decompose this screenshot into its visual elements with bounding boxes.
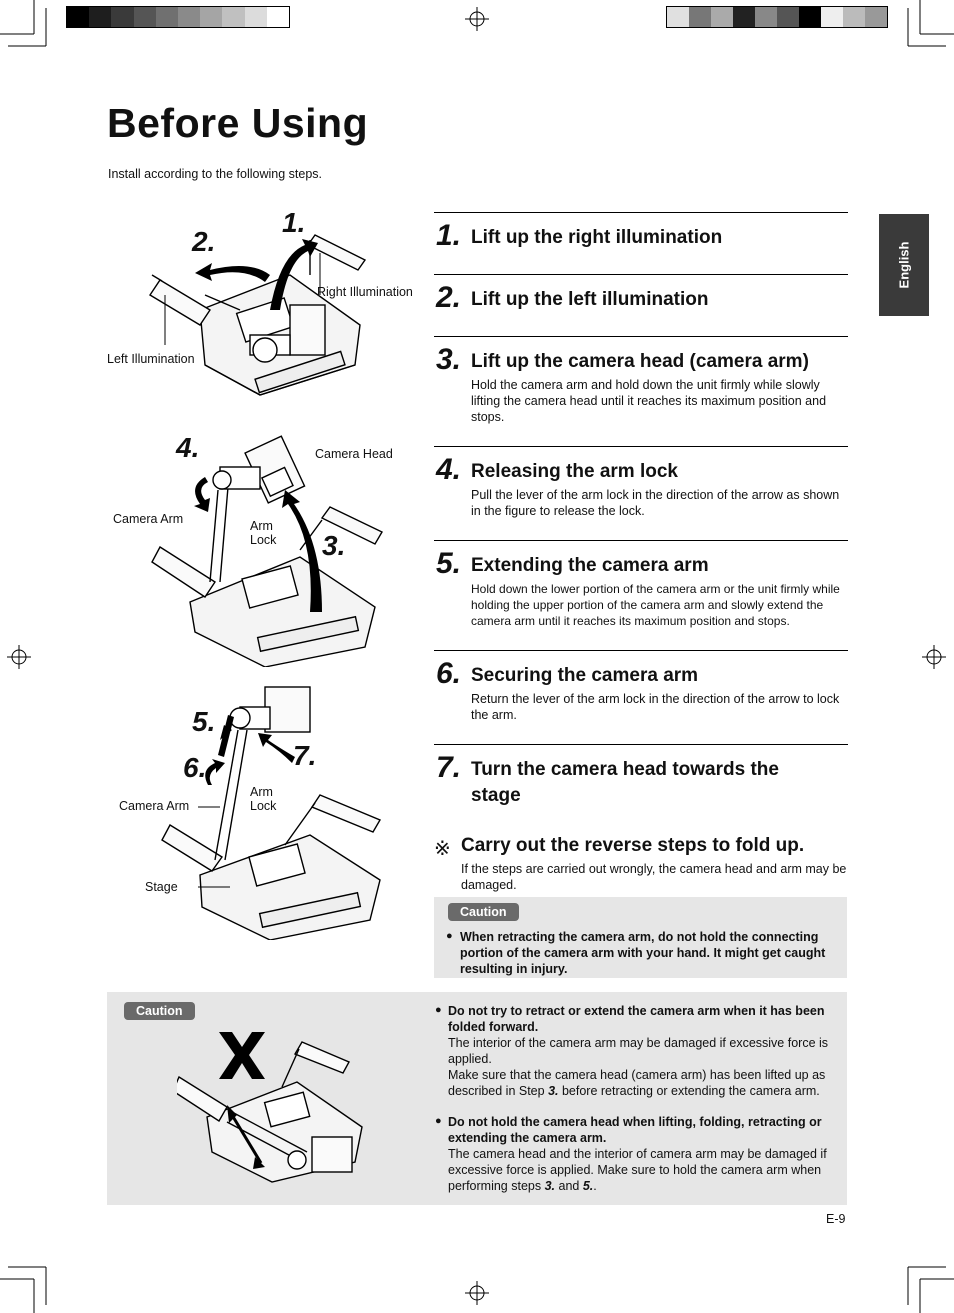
intro-text: Install according to the following steps… bbox=[108, 167, 323, 181]
fig3-leader-lines bbox=[198, 806, 230, 888]
step-body: Return the lever of the arm lock in the … bbox=[471, 692, 840, 722]
page-number: E-9 bbox=[826, 1212, 846, 1226]
step-2: 2. Lift up the left illumination bbox=[434, 274, 848, 335]
left-illumination-label: Left Illumination bbox=[107, 352, 195, 366]
step-heading: Extending the camera arm bbox=[471, 555, 709, 576]
step-number: 5. bbox=[436, 547, 462, 580]
step-body: Pull the lever of the arm lock in the di… bbox=[471, 488, 840, 518]
print-color-bar-left bbox=[66, 6, 290, 28]
fig1-step1-label: 1. bbox=[282, 207, 306, 238]
side-tab-label: English bbox=[896, 241, 912, 289]
step-number: 6. bbox=[436, 657, 462, 690]
step-heading: Lift up the camera head (camera arm) bbox=[471, 351, 809, 372]
stage-label: Stage bbox=[145, 880, 178, 894]
fig3-step6-label: 6. bbox=[183, 752, 207, 783]
step-1: 1. Lift up the right illumination bbox=[434, 212, 848, 273]
page-title: Before Using bbox=[107, 100, 369, 146]
caution-item-1-line-3: before retracting or extending the camer… bbox=[558, 1084, 820, 1098]
caution-badge: Caution bbox=[124, 1002, 195, 1020]
language-side-tab: English bbox=[879, 214, 929, 316]
caution-badge: Caution bbox=[448, 903, 519, 921]
fig1-step2-label: 2. bbox=[192, 226, 216, 257]
fig3-step5-label: 5. bbox=[192, 706, 216, 737]
step-heading: Turn the camera head towards the stage bbox=[471, 759, 779, 806]
step-heading: Lift up the left illumination bbox=[471, 289, 709, 310]
figure-camera-head-lift bbox=[151, 435, 383, 667]
step-number: 2. bbox=[436, 281, 462, 314]
step-body: Hold down the lower portion of the camer… bbox=[471, 582, 840, 628]
step-4: 4. Releasing the arm lock Pull the lever… bbox=[434, 446, 848, 539]
camera-arm-label-2: Camera Arm bbox=[119, 799, 190, 813]
step-number: 4. bbox=[436, 453, 462, 486]
step-heading: Releasing the arm lock bbox=[471, 461, 678, 482]
step-5: 5. Extending the camera arm Hold down th… bbox=[434, 540, 848, 649]
caution-item-1-bold: Do not try to retract or extend the came… bbox=[448, 1004, 825, 1034]
fold-note-symbol: ※ bbox=[434, 838, 451, 860]
step-body: Hold the camera arm and hold down the un… bbox=[471, 378, 827, 424]
caution-item-2-and: and bbox=[555, 1179, 583, 1193]
caution-item-1-line-2: Make sure that the camera head (camera a… bbox=[448, 1068, 826, 1098]
bullet-icon: ● bbox=[435, 1004, 442, 1016]
step-number: 3. bbox=[436, 343, 462, 376]
caution-item-1: Do not try to retract or extend the came… bbox=[448, 1003, 843, 1099]
step-ref: 5. bbox=[582, 1179, 594, 1193]
step-ref: 3. bbox=[544, 1179, 556, 1193]
fold-note-body: If the steps are carried out wrongly, th… bbox=[461, 862, 847, 892]
caution-small-text: When retracting the camera arm, do not h… bbox=[460, 930, 826, 976]
print-color-bar-right bbox=[666, 6, 888, 28]
fig2-step4-label: 4. bbox=[176, 432, 200, 463]
prohibited-illustration bbox=[177, 1032, 363, 1183]
figure-arm-extend bbox=[161, 686, 382, 940]
step-ref: 3. bbox=[548, 1084, 559, 1098]
camera-arm-label-1: Camera Arm bbox=[113, 512, 184, 526]
step-heading: Lift up the right illumination bbox=[471, 227, 723, 248]
caution-item-2-line-1: The camera head and the interior of came… bbox=[448, 1147, 827, 1193]
fig3-step7-label: 7. bbox=[293, 740, 317, 771]
caution-item-2: Do not hold the camera head when lifting… bbox=[448, 1114, 843, 1194]
caution-item-2-bold: Do not hold the camera head when lifting… bbox=[448, 1115, 822, 1145]
caution-item-1-line-1: The interior of the camera arm may be da… bbox=[448, 1036, 829, 1066]
step-heading: Securing the camera arm bbox=[471, 665, 699, 686]
fold-note-heading: Carry out the reverse steps to fold up. bbox=[461, 835, 805, 856]
fig2-step3-label: 3. bbox=[322, 530, 346, 561]
step-7: 7. Turn the camera head towards the stag… bbox=[434, 744, 848, 815]
caution-box-small: Caution ● When retracting the camera arm… bbox=[434, 897, 847, 978]
step-6: 6. Securing the camera arm Return the le… bbox=[434, 650, 848, 743]
figure-illuminations bbox=[149, 234, 367, 396]
step-3: 3. Lift up the camera head (camera arm) … bbox=[434, 336, 848, 445]
caution-box-large: Caution ● Do not try to retract or exten… bbox=[107, 992, 847, 1205]
right-illumination-label: Right Illumination bbox=[317, 285, 413, 299]
bullet-icon: ● bbox=[446, 930, 453, 942]
camera-head-label: Camera Head bbox=[315, 447, 393, 461]
step-number: 7. bbox=[436, 751, 462, 784]
step-number: 1. bbox=[436, 219, 462, 252]
bullet-icon: ● bbox=[435, 1115, 442, 1127]
caution-item-2-end: . bbox=[593, 1179, 597, 1193]
